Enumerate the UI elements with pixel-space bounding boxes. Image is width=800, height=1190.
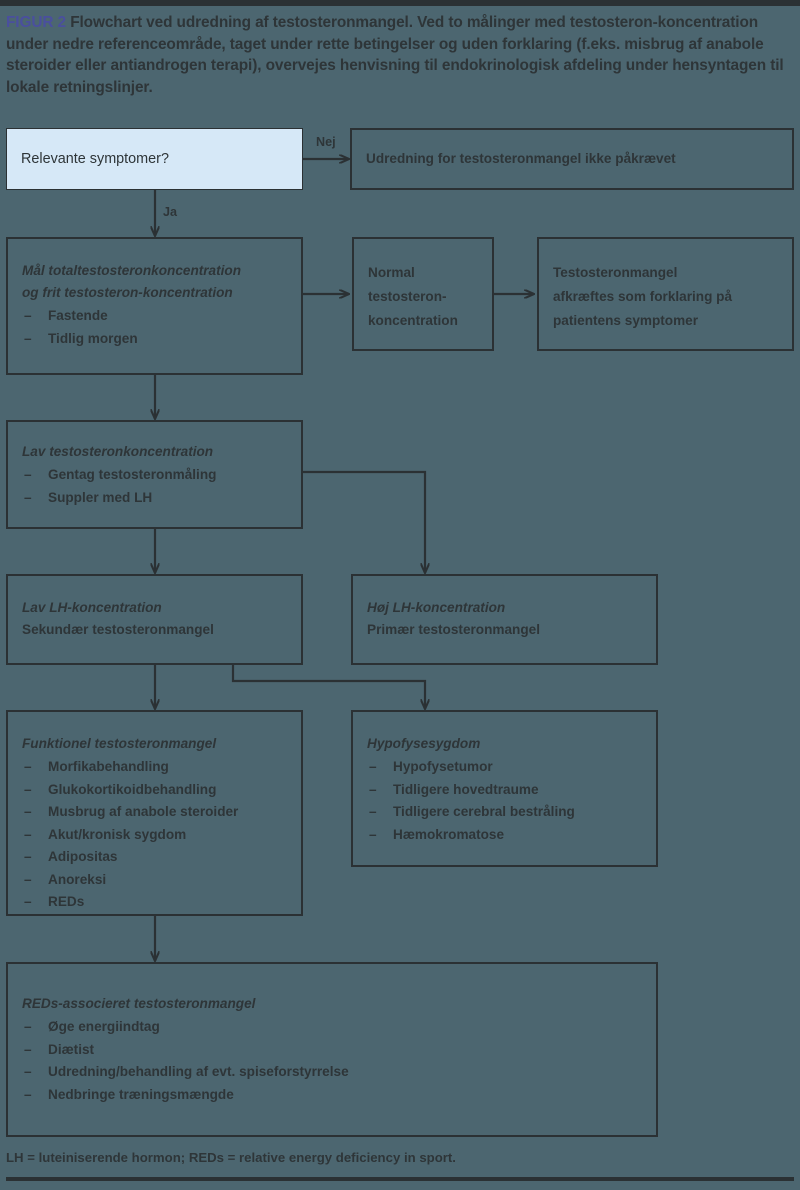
- node-lav-testosteronkoncentration-bullets: Gentag testosteronmåling Suppler med LH: [22, 464, 287, 509]
- list-item: Øge energiindtag: [22, 1016, 642, 1039]
- list-item: Fastende: [22, 305, 287, 328]
- edge-label-ja: Ja: [163, 205, 178, 219]
- node-normal-koncentration-line1: Normal: [368, 265, 415, 280]
- list-item: Morfikabehandling: [22, 756, 287, 779]
- node-hypofysesygdom-bullets: Hypofysetumor Tidligere hovedtraume Tidl…: [367, 756, 642, 846]
- node-funktionel-testosteronmangel-bullets: Morfikabehandling Glukokortikoidbehandli…: [22, 756, 287, 914]
- node-lav-testosteronkoncentration[interactable]: Lav testosteronkoncentration Gentag test…: [6, 420, 303, 529]
- node-funktionel-testosteronmangel[interactable]: Funktionel testosteronmangel Morfikabeha…: [6, 710, 303, 916]
- node-relevante-symptomer-text: Relevante symptomer?: [21, 151, 169, 167]
- edge-low-lh-to-pituitary: [231, 665, 425, 709]
- figure-caption: FIGUR 2 Flowchart ved udredning af testo…: [6, 12, 794, 98]
- node-relevante-symptomer[interactable]: Relevante symptomer?: [6, 128, 303, 190]
- node-udredning-ikke-paakraevet-text: Udredning for testosteronmangel ikke påk…: [366, 151, 676, 166]
- node-lav-lh-subtitle: Sekundær testosteronmangel: [22, 622, 214, 637]
- list-item: Hypofysetumor: [367, 756, 642, 779]
- figure-caption-text: Flowchart ved udredning af testosteronma…: [6, 14, 784, 96]
- node-lav-testosteronkoncentration-title: Lav testosteronkoncentration: [22, 444, 214, 459]
- list-item: Tidligere hovedtraume: [367, 779, 642, 802]
- node-udredning-ikke-paakraevet[interactable]: Udredning for testosteronmangel ikke påk…: [350, 128, 794, 190]
- list-item: Tidligere cerebral bestråling: [367, 801, 642, 824]
- node-testosteronmangel-afkraeftes-line3: patientens symptomer: [553, 313, 699, 328]
- node-hoej-lh[interactable]: Høj LH-koncentration Primær testosteronm…: [351, 574, 658, 665]
- list-item: Nedbringe træningsmængde: [22, 1084, 642, 1107]
- figure-footnote: LH = luteiniserende hormon; REDs = relat…: [6, 1150, 456, 1165]
- bottom-rule: [6, 1177, 794, 1181]
- node-testosteronmangel-afkraeftes-line1: Testosteronmangel: [553, 265, 678, 280]
- list-item: Hæmokromatose: [367, 824, 642, 847]
- node-funktionel-testosteronmangel-title: Funktionel testosteronmangel: [22, 736, 217, 751]
- list-item: Suppler med LH: [22, 487, 287, 510]
- node-reds-associeret[interactable]: REDs-associeret testosteronmangel Øge en…: [6, 962, 658, 1137]
- node-lav-lh-title: Lav LH-koncentration: [22, 600, 162, 615]
- list-item: Adipositas: [22, 846, 287, 869]
- node-maal-testosteron-title-line1: Mål totaltestosteronkoncentration: [22, 263, 242, 278]
- list-item: Gentag testosteronmåling: [22, 464, 287, 487]
- node-hypofysesygdom[interactable]: Hypofysesygdom Hypofysetumor Tidligere h…: [351, 710, 658, 867]
- node-normal-koncentration-line2: testosteron-: [368, 289, 447, 304]
- edge-low-testosterone-to-high-lh: [303, 470, 425, 573]
- node-hoej-lh-title: Høj LH-koncentration: [367, 600, 506, 615]
- list-item: Diætist: [22, 1039, 642, 1062]
- top-rule: [0, 0, 800, 6]
- node-normal-koncentration-line3: koncentration: [368, 313, 458, 328]
- figure-label: FIGUR 2: [6, 14, 67, 31]
- node-maal-testosteron-bullets: Fastende Tidlig morgen: [22, 305, 287, 350]
- node-hoej-lh-subtitle: Primær testosteronmangel: [367, 622, 540, 637]
- node-reds-associeret-title: REDs-associeret testosteronmangel: [22, 996, 256, 1011]
- node-testosteronmangel-afkraeftes-line2: afkræftes som forklaring på: [553, 289, 733, 304]
- list-item: Akut/kronisk sygdom: [22, 824, 287, 847]
- node-hypofysesygdom-title: Hypofysesygdom: [367, 736, 481, 751]
- node-lav-lh[interactable]: Lav LH-koncentration Sekundær testostero…: [6, 574, 303, 665]
- list-item: REDs: [22, 891, 287, 914]
- list-item: Glukokortikoidbehandling: [22, 779, 287, 802]
- node-normal-koncentration[interactable]: Normal testosteron- koncentration: [352, 237, 494, 351]
- node-testosteronmangel-afkraeftes[interactable]: Testosteronmangel afkræftes som forklari…: [537, 237, 794, 351]
- edge-label-nej: Nej: [316, 135, 336, 149]
- list-item: Tidlig morgen: [22, 328, 287, 351]
- node-maal-testosteron-title-line2: og frit testosteron-koncentration: [22, 285, 233, 300]
- node-reds-associeret-bullets: Øge energiindtag Diætist Udredning/behan…: [22, 1016, 642, 1106]
- node-maal-testosteron[interactable]: Mål totaltestosteronkoncentration og fri…: [6, 237, 303, 375]
- list-item: Udredning/behandling af evt. spiseforsty…: [22, 1061, 642, 1084]
- list-item: Musbrug af anabole steroider: [22, 801, 287, 824]
- list-item: Anoreksi: [22, 869, 287, 892]
